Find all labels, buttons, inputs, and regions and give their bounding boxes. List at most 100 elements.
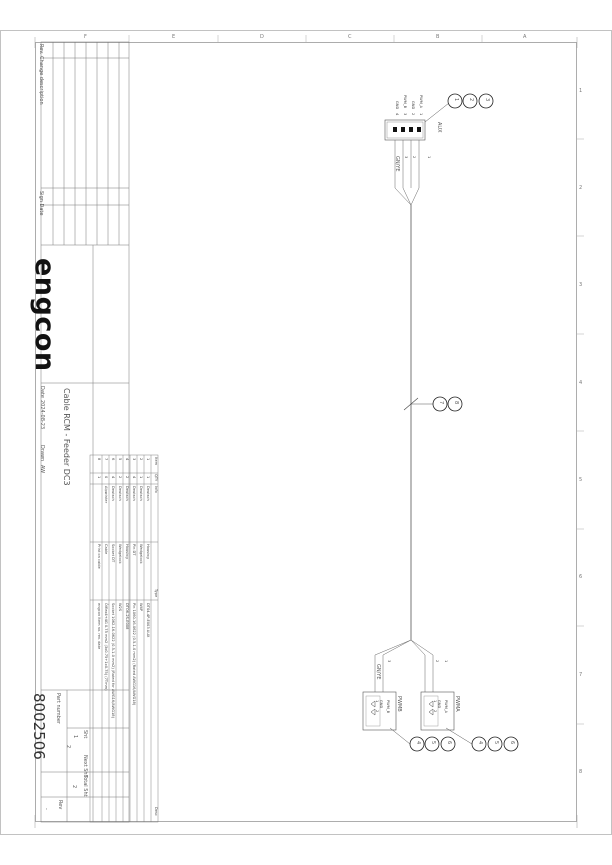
bom-row-1-info: Deutsch [146, 486, 150, 501]
pwma-connector [420, 691, 455, 731]
row-label-4: 4 [579, 380, 583, 386]
balloon-2 [462, 93, 478, 109]
col-label-c: C [348, 34, 352, 40]
outer-frame [0, 30, 612, 835]
col-label-e: E [172, 34, 176, 40]
pwma-pin-2: 2 [433, 710, 437, 713]
bom-row-7-qty: 0 [104, 476, 108, 479]
row-label-8: 8 [579, 769, 583, 775]
pwmb-pin-2: 2 [375, 710, 379, 713]
bom-row-1-type: Housing [146, 544, 150, 559]
zone-border [35, 42, 577, 822]
aux-name: AUX [436, 122, 442, 133]
balloon-7-label: 7 [438, 401, 444, 405]
bom-row-2-type: Wedgelock [139, 544, 143, 564]
aux-wire-gnye: GN/YE [394, 156, 400, 172]
col-label-f: F [84, 34, 87, 40]
row-label-1: 1 [579, 88, 583, 94]
sht-value: 1 [72, 735, 78, 739]
balloon-6b-label: 6 [446, 741, 452, 745]
balloon-8-label: 8 [453, 401, 459, 405]
bom-row-6-desc: Socket 1062-16-0622 (0.5-1.0 mm2) (Rated… [111, 603, 115, 718]
bom-row-2-qty: 1 [139, 476, 143, 479]
revision-header: Rev. Change description [38, 44, 44, 105]
column-ticks [128, 35, 483, 42]
balloon-4a-label: 4 [477, 741, 483, 745]
balloon-4b-label: 4 [415, 741, 421, 745]
pwma-signal-1: PWM_A [444, 700, 448, 714]
bom-row-3-info: Deutsch [132, 486, 136, 501]
aux-wire-1: 1 [427, 156, 431, 159]
balloon-3 [478, 93, 494, 109]
aux-signal-4: GND [395, 101, 399, 110]
pwma-name: PWMA [454, 696, 460, 712]
bom-row-1-qty: 1 [146, 476, 150, 479]
bom-row-4-desc: DTO6-2S-E008 [125, 603, 129, 630]
bom-row-8-qty: 1 [97, 476, 101, 479]
bom-row-6-item: 6 [111, 458, 115, 461]
row-label-5: 5 [579, 477, 583, 483]
total-sht-label: Total Sht [82, 775, 88, 797]
bom-row-6-info: Deutsch [111, 486, 115, 501]
pwmb-signal-1: PWM_B [386, 700, 390, 714]
bom-row-3-type: Pin DT [132, 544, 136, 556]
title-block-frame [40, 41, 130, 823]
pwma-pin-1: 1 [433, 700, 437, 703]
rev-label: Rev [57, 800, 63, 810]
bom-row-5-qty: 2 [118, 476, 122, 479]
aux-pin-3: 3 [403, 113, 407, 116]
bom-header-info: Info [154, 486, 158, 493]
aux-signal-1: PWM_A [419, 95, 423, 109]
row-label-2: 2 [579, 185, 583, 191]
pwmb-wire-gnye: GN/YE [375, 664, 381, 680]
bom-row-6-type: Socket DT [111, 544, 115, 563]
bom-header-desc: Desc [154, 807, 158, 816]
aux-signal-2: GND [411, 101, 415, 110]
row-label-7: 7 [579, 672, 583, 678]
bom-row-1-desc: DT04-4P-E003 AUX [146, 603, 150, 638]
sht-label: Sht [82, 730, 88, 739]
bom-row-2-info: Deutsch [139, 486, 143, 501]
drawing-title: Cable RCM - Feeder DC3 [62, 388, 71, 486]
drawn-label: Drawn [39, 445, 45, 462]
col-label-a: A [523, 34, 527, 40]
bom-row-3-item: 3 [132, 458, 136, 461]
bom-row-7-type: Cable [104, 544, 108, 555]
bom-row-1-item: 1 [146, 458, 150, 461]
balloon-8 [447, 396, 463, 412]
bom-row-2-item: 2 [139, 458, 143, 461]
bom-row-7-info: Alpwinter [104, 486, 108, 504]
balloon-4a [471, 736, 487, 752]
bom-row-3-qty: 4 [132, 476, 136, 479]
aux-pin-2: 2 [411, 113, 415, 116]
bom-row-4-qty: 2 [125, 476, 129, 479]
aux-wire-3: 3 [404, 156, 408, 159]
aux-pin-4: 4 [395, 113, 399, 116]
bom-row-8-desc: engcon Item no. rev. date [97, 603, 101, 650]
drawn-value: AW [39, 465, 45, 474]
date-label: Date [39, 386, 45, 398]
bom-row-4-info: Deutsch [125, 486, 129, 501]
bom-row-7-item: 7 [104, 458, 108, 461]
aux-signal-3: PWM_B [403, 95, 407, 109]
balloon-1 [447, 93, 463, 109]
balloon-4b [409, 736, 425, 752]
bom-header-type: Type [154, 589, 158, 598]
col-label-d: D [260, 34, 264, 40]
bom-row-3-desc: Pin 1060-16-0622 (0.5-1.0 mm2) (Rated AW… [132, 603, 136, 706]
row-label-3: 3 [579, 282, 583, 288]
bom-row-5-desc: W2S [118, 603, 122, 612]
bom-row-5-info: Deutsch [118, 486, 122, 501]
pwma-wire-2: 2 [435, 660, 439, 663]
date-value: 2024-08-23 [39, 400, 45, 430]
row-label-6: 6 [579, 574, 583, 580]
bom-row-2-desc: W4P [139, 603, 143, 612]
col-label-b: B [436, 34, 440, 40]
pwmb-pin-1: 1 [375, 700, 379, 703]
balloon-1-label: 1 [453, 98, 459, 102]
balloon-5a [487, 736, 503, 752]
pwmb-connector [362, 691, 397, 731]
aux-pin-1: 1 [419, 113, 423, 116]
